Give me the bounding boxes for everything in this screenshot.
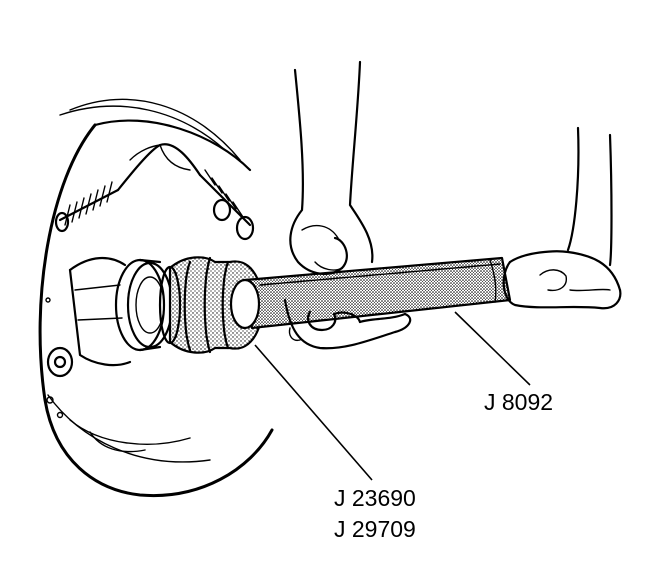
brake-springs [54, 143, 255, 241]
driver-handle-tool [229, 256, 512, 330]
callout-handle-tool: J 8092 [484, 389, 553, 415]
callout-installer-tool-1: J 23690 [334, 485, 416, 511]
hand-right [502, 126, 622, 310]
hand-upper [289, 60, 374, 276]
backing-plate [38, 98, 274, 498]
hand-lower [283, 298, 412, 350]
leader-line-handle [454, 311, 531, 386]
axle-seal [114, 258, 174, 352]
leader-line-installer [254, 344, 373, 481]
callout-installer-tool-2: J 29709 [334, 516, 416, 542]
axle-housing [46, 257, 132, 378]
